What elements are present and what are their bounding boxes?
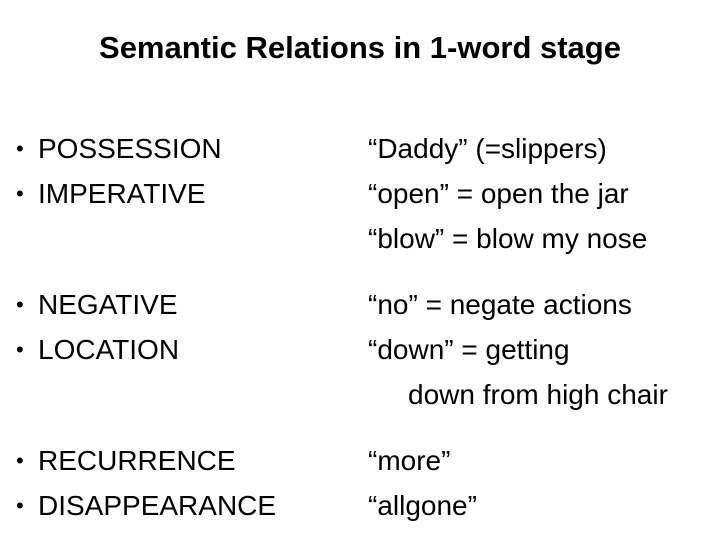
relation-label: IMPERATIVE xyxy=(38,178,206,209)
relation-label: POSSESSION xyxy=(38,133,222,164)
relation-label-cell: • RECURRENCE xyxy=(16,438,360,483)
list-item[interactable]: • IMPERATIVE “open” = open the jar xyxy=(0,171,720,216)
relation-label-cell: • NEGATIVE xyxy=(16,282,360,327)
bullet-point-icon: • xyxy=(16,292,24,317)
bullet-point-icon: • xyxy=(16,181,24,206)
relation-label: RECURRENCE xyxy=(38,445,236,476)
bullet-point-icon: • xyxy=(16,493,24,518)
bullet-group: • NEGATIVE “no” = negate actions • LOCATION “… xyxy=(0,282,720,417)
relation-label: DISAPPEARANCE xyxy=(38,490,277,521)
relation-example: “Daddy” (=slippers) xyxy=(368,133,607,164)
relation-example: “allgone” xyxy=(368,490,477,521)
relation-label: NEGATIVE xyxy=(38,289,178,320)
relation-example: “blow” = blow my nose xyxy=(368,223,648,254)
relation-example: “open” = open the jar xyxy=(368,178,629,209)
relation-label: LOCATION xyxy=(38,334,180,365)
list-item[interactable]: •“blow” = blow my nose xyxy=(0,216,720,261)
list-item[interactable]: • POSSESSION “Daddy” (=slippers) xyxy=(0,126,720,171)
bullet-group: • RECURRENCE “more” • DISAPPEARANCE “allgone” xyxy=(0,438,720,528)
relation-label-cell: • POSSESSION xyxy=(16,126,360,171)
relation-label-cell: • DISAPPEARANCE xyxy=(16,483,360,528)
page-title: Semantic Relations in 1-word stage xyxy=(99,30,621,65)
relation-example: down from high chair xyxy=(408,379,668,410)
relation-example: “no” = negate actions xyxy=(368,289,632,320)
relation-label-cell: • LOCATION xyxy=(16,327,360,372)
list-item[interactable]: • DISAPPEARANCE “allgone” xyxy=(0,483,720,528)
bullet-group: • POSSESSION “Daddy” (=slippers) • IMPERATIV… xyxy=(0,126,720,261)
relation-example: “down” = getting xyxy=(368,334,570,365)
list-item[interactable]: •down from high chair xyxy=(0,372,720,417)
list-item[interactable]: • LOCATION “down” = getting xyxy=(0,327,720,372)
list-item[interactable]: • NEGATIVE “no” = negate actions xyxy=(0,282,720,327)
relation-label-cell: • IMPERATIVE xyxy=(16,171,360,216)
bullet-point-icon: • xyxy=(16,448,24,473)
bullet-point-icon: • xyxy=(16,337,24,362)
slide-body: • POSSESSION “Daddy” (=slippers) • IMPERATIV… xyxy=(0,126,720,528)
relation-example: “more” xyxy=(368,445,451,476)
list-item[interactable]: • RECURRENCE “more” xyxy=(0,438,720,483)
bullet-point-icon: • xyxy=(16,136,24,161)
